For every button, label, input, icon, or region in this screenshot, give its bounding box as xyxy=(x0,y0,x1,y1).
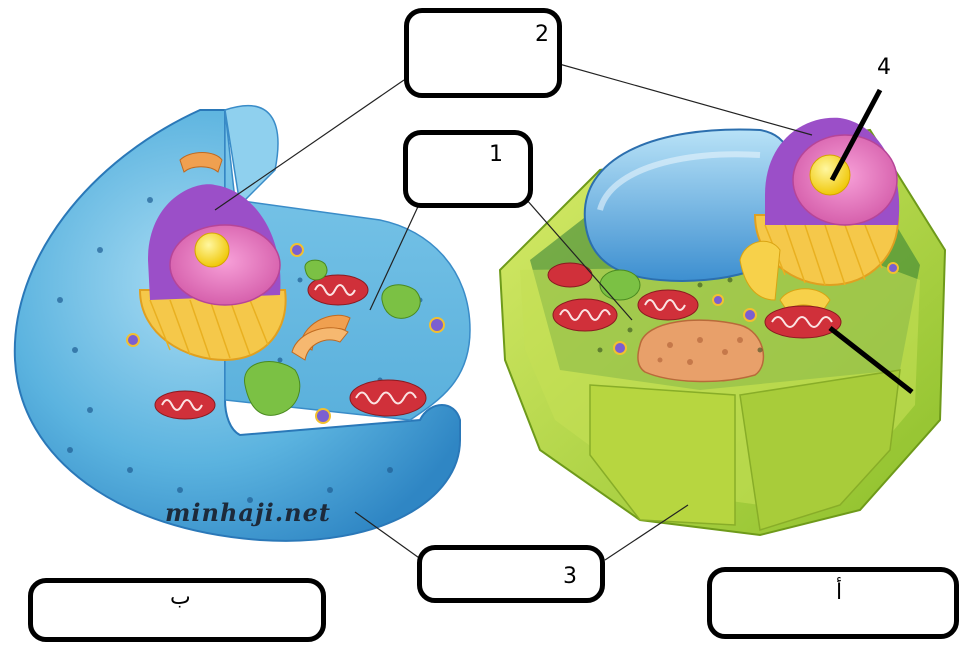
cell-label-a: أ xyxy=(836,580,842,605)
label-number-2: 2 xyxy=(535,22,549,47)
label-number-1: 1 xyxy=(489,142,503,167)
plant-chloroplast-plate xyxy=(638,320,764,381)
cell-label-b: ب xyxy=(170,585,191,610)
watermark: minhaji.net xyxy=(165,498,331,527)
label-box-a[interactable] xyxy=(707,567,959,639)
plant-chloroplast xyxy=(600,270,640,300)
label-box-1[interactable] xyxy=(403,130,533,208)
label-number-4: 4 xyxy=(877,55,891,80)
plant-cell xyxy=(500,118,945,535)
label-number-3: 3 xyxy=(563,564,577,589)
leader-2-plant xyxy=(545,60,812,135)
animal-cell xyxy=(15,106,470,541)
